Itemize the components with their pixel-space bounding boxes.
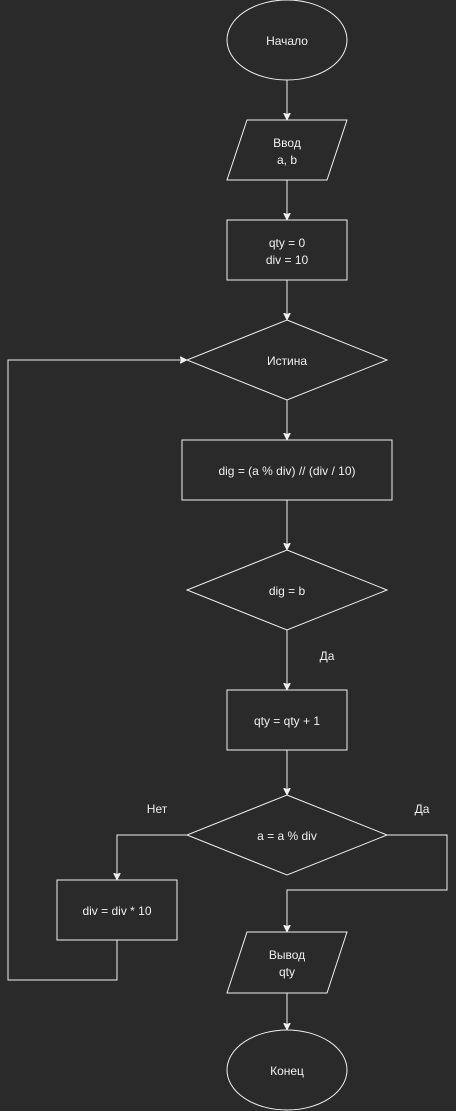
calc-rectangle bbox=[181, 439, 393, 501]
start-ellipse bbox=[226, 0, 348, 81]
input-label-line1: Ввод bbox=[273, 136, 301, 150]
end-label: Конец bbox=[270, 1064, 304, 1078]
node-start: Начало bbox=[226, 0, 348, 81]
node-multiply: div = div * 10 bbox=[56, 879, 178, 941]
node-loop: Истина bbox=[185, 319, 389, 401]
check-end-label: a = a % div bbox=[257, 829, 317, 843]
loop-label: Истина bbox=[267, 354, 307, 368]
check-end-diamond bbox=[185, 794, 389, 876]
node-check-digit: dig = b bbox=[185, 549, 389, 631]
start-label: Начало bbox=[266, 34, 308, 48]
node-check-end: a = a % div bbox=[185, 794, 389, 876]
node-increment: qty = qty + 1 bbox=[226, 689, 348, 751]
input-parallelogram bbox=[226, 119, 348, 181]
increment-rectangle bbox=[226, 689, 348, 751]
check-digit-label: dig = b bbox=[269, 584, 306, 598]
loop-diamond bbox=[185, 319, 389, 401]
check-end-yes-label: Да bbox=[415, 802, 430, 816]
node-init: qty = 0 div = 10 bbox=[226, 219, 348, 281]
end-ellipse bbox=[226, 1029, 348, 1111]
edge-multiply-loop-back bbox=[7, 360, 186, 981]
edges bbox=[7, 80, 448, 1029]
edge-check-end-yes-to-output bbox=[287, 834, 448, 931]
node-input: Ввод a, b bbox=[226, 119, 348, 181]
input-label-line2: a, b bbox=[277, 153, 297, 167]
calc-label: dig = (a % div) // (div / 10) bbox=[218, 464, 355, 478]
init-rectangle bbox=[226, 219, 348, 281]
edge-check-end-no-to-multiply bbox=[117, 834, 188, 879]
node-calc: dig = (a % div) // (div / 10) bbox=[181, 439, 393, 501]
init-label-line2: div = 10 bbox=[266, 253, 309, 267]
check-digit-diamond bbox=[185, 549, 389, 631]
check-end-no-label: Нет bbox=[147, 802, 168, 816]
multiply-rectangle bbox=[56, 879, 178, 941]
node-output: Вывод qty bbox=[226, 931, 348, 994]
init-label-line1: qty = 0 bbox=[269, 236, 306, 250]
output-label-line1: Вывод bbox=[269, 948, 305, 962]
increment-label: qty = qty + 1 bbox=[254, 714, 320, 728]
output-label-line2: qty bbox=[279, 965, 295, 979]
edge-labels: Да Нет Да bbox=[147, 649, 430, 816]
output-parallelogram bbox=[226, 931, 348, 994]
check-digit-yes-label: Да bbox=[320, 649, 335, 663]
multiply-label: div = div * 10 bbox=[82, 904, 151, 918]
node-end: Конец bbox=[226, 1029, 348, 1111]
